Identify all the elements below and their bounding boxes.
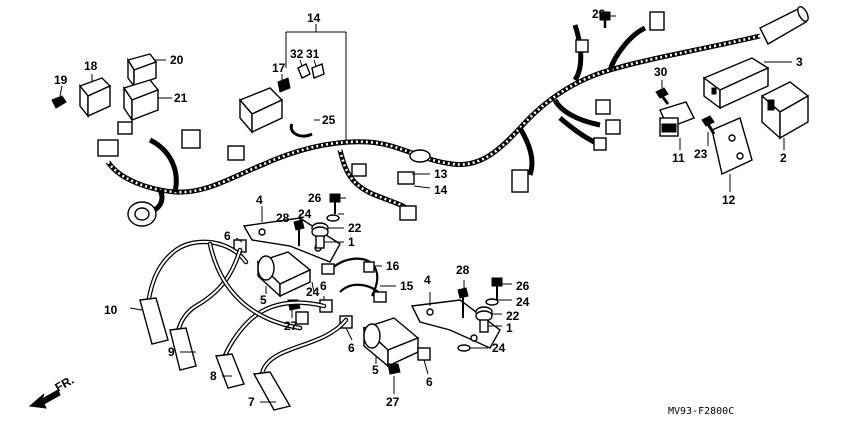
grommet-22-lower [475,306,493,322]
callout-22-lower: 22 [506,309,520,323]
callout-7: 7 [248,395,255,409]
harness-connectors-upper-right [511,11,665,193]
harness-sleeve-end [759,5,809,45]
callout-4-upper: 4 [256,193,263,207]
callout-24-lower-a: 24 [516,295,530,309]
callout-1-lower: 1 [506,321,513,335]
screw-29 [599,11,611,28]
washer-24-upper [326,214,340,222]
front-direction-arrow: FR. [28,373,76,409]
callout-6-lower-a: 6 [348,341,355,355]
clip-32 [297,63,311,79]
relay-18 [78,77,112,118]
collar-1-upper [315,235,325,249]
callout-2: 2 [780,151,787,165]
drawing-code: MV93-F2800C [668,406,734,417]
washer-24-lower [485,298,499,306]
ignition-switch-assembly [97,121,245,227]
callout-6-upper-a: 6 [224,229,231,243]
spark-plug-lead-7 [252,317,349,411]
bolt-28-lower [457,287,469,318]
callout-5-upper: 5 [260,293,267,307]
bolt-26-lower [491,277,503,300]
fuse-19 [51,95,67,109]
clip-31 [311,63,325,79]
callout-29: 29 [592,7,606,21]
ignition-coil-5-upper [256,251,312,298]
nut-27-lower [387,363,401,375]
bolt-28-upper [293,219,305,246]
callout-19: 19 [54,73,68,87]
callout-17: 17 [272,61,286,75]
callout-4-lower: 4 [424,273,431,287]
callout-31: 31 [306,47,320,61]
clamp-25 [289,123,313,138]
callout-23: 23 [694,147,708,161]
cdi-unit-3 [702,57,770,110]
spark-plug-lead-8 [215,300,327,389]
callout-16: 16 [386,259,400,273]
callout-8: 8 [210,369,217,383]
relay-21 [122,79,160,123]
callout-24-upper: 24 [298,207,312,221]
callout-6-upper-b: 6 [320,279,327,293]
callout-3: 3 [796,55,803,69]
sub-harness-15 [339,283,387,303]
callout-5-lower: 5 [372,363,379,377]
callout-14-top: 14 [307,11,321,25]
callout-25: 25 [322,113,336,127]
callout-9: 9 [168,345,175,359]
callout-27-lower: 27 [386,395,400,409]
callout-26-upper: 26 [308,191,322,205]
bracket-12 [711,117,753,176]
callout-30: 30 [654,65,668,79]
band-17-small [277,77,291,93]
callout-6-lower-b: 6 [426,375,433,389]
sub-harness-16 [321,257,379,297]
callout-14-mid: 14 [434,183,448,197]
coil-bracket-4-lower [410,299,501,349]
coil-lead-middle [207,241,303,331]
callout-24-mid: 24 [306,285,320,299]
bolt-23 [701,115,716,135]
callout-32: 32 [290,47,304,61]
callout-27-upper: 27 [284,319,298,333]
callout-24-lower-b: 24 [492,341,506,355]
callout-numbers: 29 14 32 31 17 20 18 19 21 25 3 30 11 23… [54,7,803,409]
callout-22-upper: 22 [348,221,362,235]
collar-1-lower [479,319,489,333]
callout-28-upper: 28 [276,211,290,225]
callout-28-lower: 28 [456,263,470,277]
ignition-coil-5-lower [362,317,420,368]
spark-plug-lead-10 [139,239,249,345]
regulator-rectifier-2 [760,81,810,140]
connector-block-17 [238,87,284,134]
callout-1-upper: 1 [348,235,355,249]
callout-11: 11 [672,151,685,165]
callout-26-lower: 26 [516,279,530,293]
callout-20: 20 [170,53,184,67]
callout-18: 18 [84,59,98,73]
leader-lines [59,15,792,403]
grommet-22-upper [311,222,329,238]
connectors-13-14 [351,149,431,221]
callout-21: 21 [174,91,188,105]
bolt-26-upper [329,193,341,214]
callout-15: 15 [400,279,414,293]
sensor-11 [659,101,695,137]
bolt-30 [655,87,670,105]
washer-24-lower-2 [457,344,471,352]
spark-plug-lead-9 [169,247,243,371]
callout-12: 12 [722,193,736,207]
callout-13: 13 [434,167,448,181]
callout-10: 10 [104,303,118,317]
